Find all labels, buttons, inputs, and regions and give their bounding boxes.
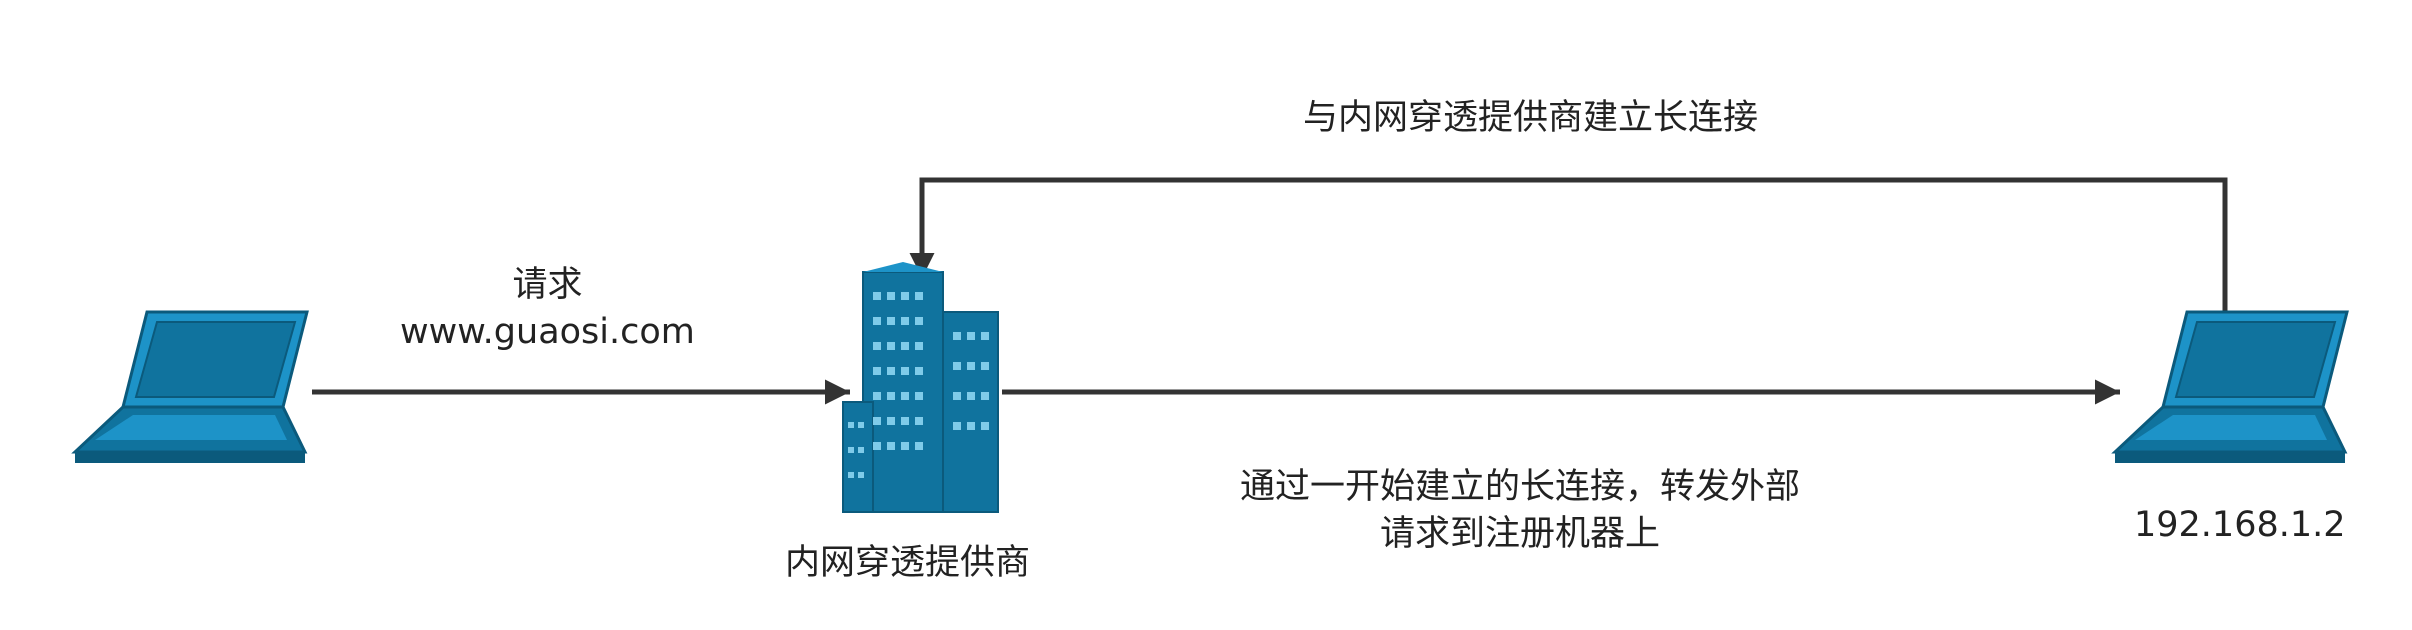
target-laptop-icon — [2111, 310, 2349, 463]
forward-label-line1: 通过一开始建立的长连接，转发外部 — [1240, 467, 1801, 507]
client-laptop-icon — [71, 310, 309, 463]
request-label-line1: 请求 — [512, 265, 583, 305]
target-ip-label: 192.168.1.2 — [2134, 505, 2346, 545]
long-connection-arrow — [909, 177, 2228, 312]
provider-label: 内网穿透提供商 — [785, 543, 1031, 583]
request-label-line2: www.guaosi.com — [400, 312, 695, 353]
forward-label: 通过一开始建立的长连接，转发外部 请求到注册机器上 — [1240, 464, 1800, 559]
long-connection-label: 与内网穿透提供商建立长连接 — [1303, 98, 1759, 138]
forward-label-line2: 请求到注册机器上 — [1380, 514, 1661, 555]
provider-building-icon — [842, 262, 999, 513]
request-label: 请求 www.guaosi.com — [400, 262, 695, 357]
